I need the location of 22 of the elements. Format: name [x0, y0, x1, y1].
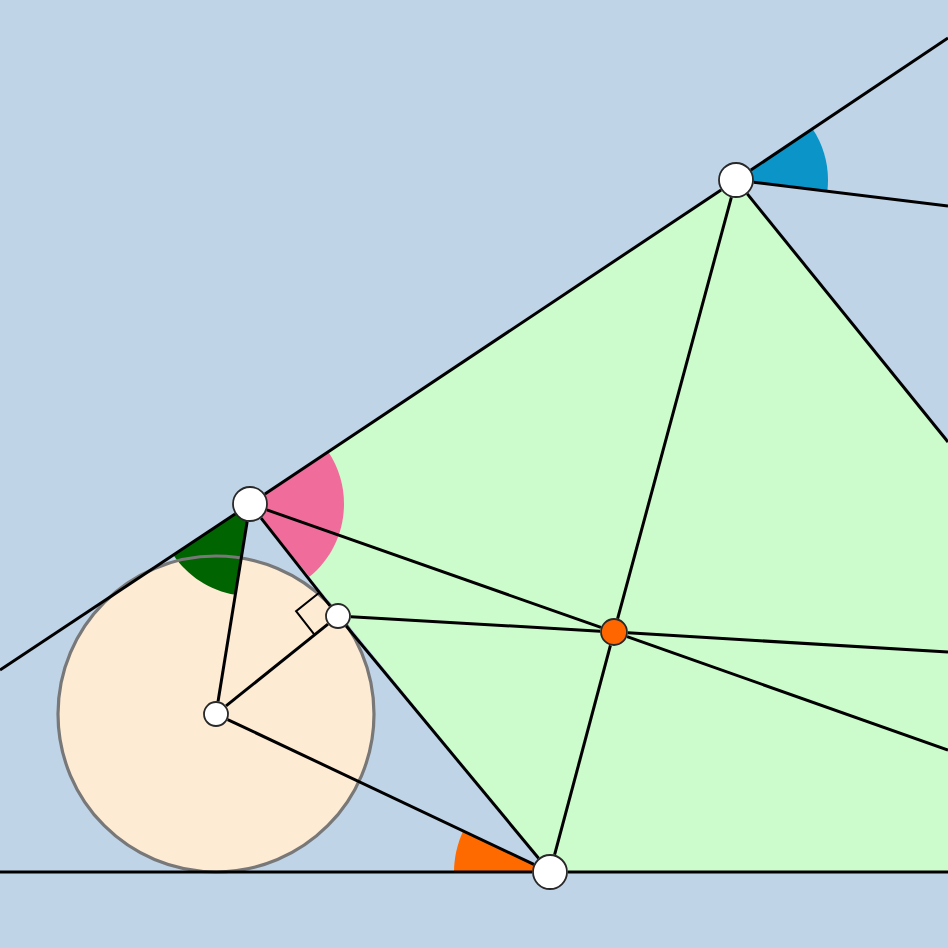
line-segment: [227, 718, 535, 866]
line-segment: [264, 188, 722, 496]
line-segment: [0, 512, 236, 672]
line-segment: [0, 870, 533, 874]
line-segment: [225, 622, 329, 708]
line-segment: [750, 36, 948, 172]
line-segment: [350, 615, 601, 633]
line-segment: [627, 631, 948, 654]
line-segment: [553, 645, 612, 856]
line-segment: [567, 870, 948, 874]
line-segment: [259, 517, 332, 607]
line-segment: [345, 625, 540, 860]
line-segment: [626, 635, 948, 752]
line-segment: [746, 192, 948, 443]
point-marker: [532, 854, 568, 890]
line-segment: [266, 508, 602, 629]
point-marker: [232, 486, 268, 522]
point-marker: [600, 618, 628, 646]
line-segment: [753, 180, 948, 208]
line-segment: [616, 196, 733, 619]
point-marker: [718, 162, 754, 198]
line-segment: [216, 521, 249, 702]
